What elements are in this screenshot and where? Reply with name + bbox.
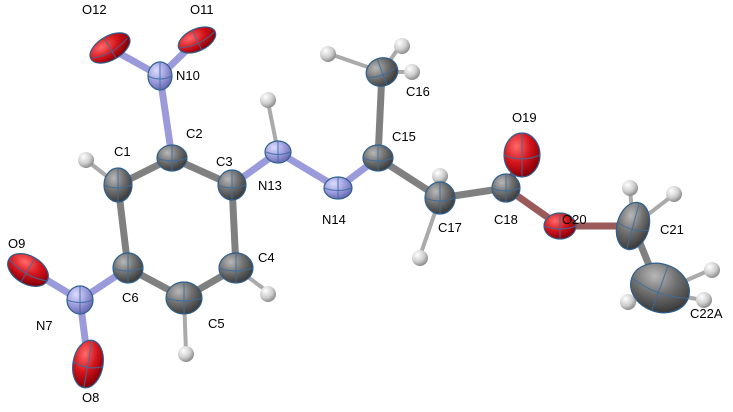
ellipsoid-axes	[8, 29, 689, 388]
label-o9: O9	[8, 236, 25, 251]
label-o8: O8	[82, 390, 99, 405]
label-c18: C18	[494, 212, 518, 227]
hydrogen-atom	[260, 286, 276, 302]
hydrogen-atom	[412, 250, 428, 266]
label-o11: O11	[190, 2, 214, 17]
label-c21: C21	[660, 222, 684, 237]
hydrogen-atom	[696, 292, 712, 308]
label-n13: N13	[258, 178, 282, 193]
label-n14: N14	[322, 212, 346, 227]
hydrogen-atom	[432, 168, 448, 184]
hydrogen-atom	[178, 346, 194, 362]
hydrogen-atom	[704, 262, 720, 278]
bonds	[26, 36, 712, 366]
label-c15: C15	[392, 129, 416, 144]
hydrogen-atom	[620, 294, 636, 310]
label-n10: N10	[176, 68, 200, 83]
hydrogen-atom	[404, 64, 420, 80]
label-c5: C5	[208, 316, 225, 331]
label-c6: C6	[122, 290, 139, 305]
hydrogen-atom	[320, 46, 336, 62]
label-o12: O12	[82, 2, 107, 17]
hydrogen-atom	[78, 152, 94, 168]
hydrogen-atom	[394, 38, 410, 54]
label-o19: O19	[512, 110, 537, 125]
atom-labels: O12 O11 N10 C2 C1 C3 N13 N14 C15 C16 C17…	[8, 2, 723, 405]
hydrogen-atom	[666, 186, 682, 202]
label-c2: C2	[186, 126, 203, 141]
heavy-atoms	[7, 26, 690, 389]
label-c22a: C22A	[690, 306, 723, 321]
label-c1: C1	[114, 144, 131, 159]
label-n7: N7	[36, 318, 53, 333]
label-c17: C17	[438, 220, 462, 235]
label-o20: O20	[562, 212, 587, 227]
hydrogen-atoms	[78, 38, 720, 362]
label-c4: C4	[258, 250, 275, 265]
label-c16: C16	[406, 84, 430, 99]
label-c3: C3	[216, 154, 233, 169]
hydrogen-atom	[260, 92, 276, 108]
hydrogen-atom	[622, 180, 638, 196]
